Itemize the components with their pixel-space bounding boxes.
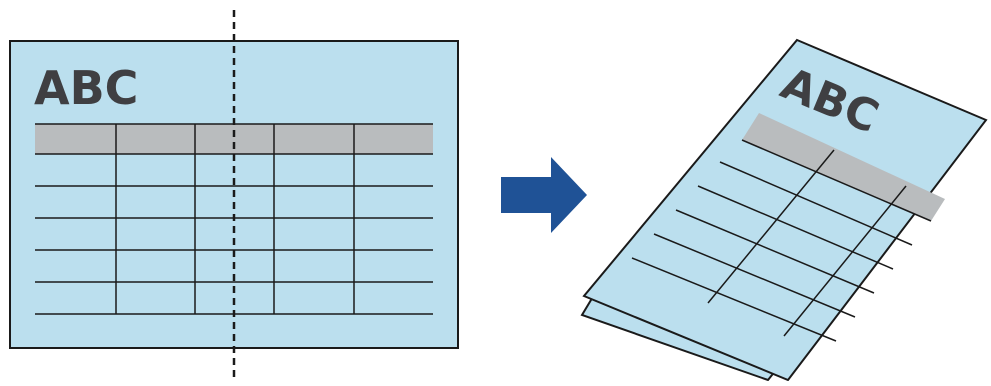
right-arrow-icon <box>501 157 587 233</box>
folded-sheet: ABC <box>582 40 986 380</box>
flat-table-header-row <box>35 124 433 154</box>
flat-sheet-heading: ABC <box>34 61 138 115</box>
